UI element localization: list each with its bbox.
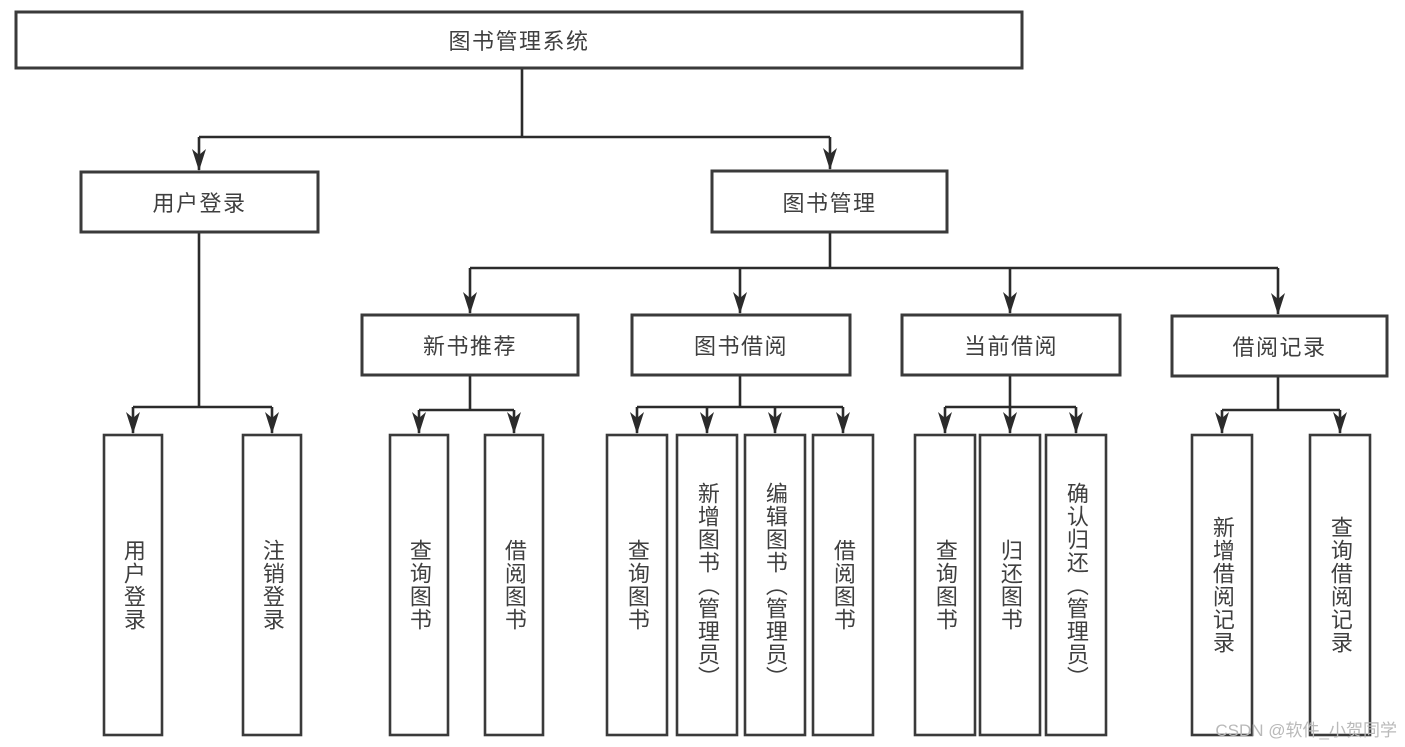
group-arrow-2-2 [768,412,782,434]
node-box[interactable] [913,433,977,737]
node-book-manage[interactable] [710,169,949,234]
node-new-book-rec[interactable] [360,313,580,377]
connectors-layer [126,68,1347,434]
group-arrow-3-2 [1069,412,1083,434]
group-arrow-1-1 [507,412,521,434]
group-arrow-2-0 [630,412,644,434]
group-arrow-3-1 [1003,412,1017,434]
boxes-layer [14,10,1389,737]
l2-arrow-0 [463,292,477,314]
node-leaf-query-book-3[interactable] [913,433,977,737]
root-arrow-1 [823,148,837,170]
node-box[interactable] [605,433,669,737]
node-box[interactable] [811,433,875,737]
node-box[interactable] [241,433,303,737]
node-leaf-confirm-return[interactable] [1044,433,1108,737]
node-leaf-return-book[interactable] [978,433,1042,737]
node-user-login[interactable] [79,170,320,234]
group-arrow-4-0 [1215,412,1229,434]
node-box[interactable] [360,313,580,377]
node-leaf-query-book-2[interactable] [605,433,669,737]
l2-arrow-3 [1271,293,1285,315]
l2-arrow-2 [1003,292,1017,314]
node-box[interactable] [978,433,1042,737]
node-box[interactable] [1044,433,1108,737]
group-arrow-2-1 [700,412,714,434]
node-box[interactable] [900,313,1122,377]
node-box[interactable] [388,433,450,737]
node-borrow-record[interactable] [1170,314,1389,378]
node-box[interactable] [630,313,852,377]
group-arrow-4-1 [1333,412,1347,434]
node-book-borrow[interactable] [630,313,852,377]
node-leaf-borrow-book-2[interactable] [811,433,875,737]
node-leaf-add-book[interactable] [675,433,739,737]
node-box[interactable] [1170,314,1389,378]
node-leaf-edit-book[interactable] [743,433,807,737]
node-leaf-user-login[interactable] [102,433,164,737]
node-leaf-query-book-1[interactable] [388,433,450,737]
node-leaf-query-record[interactable] [1308,433,1372,737]
node-root[interactable] [14,10,1024,70]
node-box[interactable] [483,433,545,737]
group-arrow-3-0 [938,412,952,434]
group-arrow-0-1 [265,412,279,434]
node-box[interactable] [79,170,320,234]
group-arrow-0-0 [126,412,140,434]
node-current-borrow[interactable] [900,313,1122,377]
root-arrow-0 [192,149,206,171]
node-box[interactable] [1308,433,1372,737]
node-box[interactable] [1190,433,1254,737]
group-arrow-1-0 [412,412,426,434]
node-box[interactable] [743,433,807,737]
group-arrow-2-3 [836,412,850,434]
node-box[interactable] [710,169,949,234]
node-leaf-add-record[interactable] [1190,433,1254,737]
node-leaf-logout[interactable] [241,433,303,737]
node-leaf-borrow-book-1[interactable] [483,433,545,737]
l2-arrow-1 [733,292,747,314]
node-box[interactable] [102,433,164,737]
node-box[interactable] [675,433,739,737]
node-box[interactable] [14,10,1024,70]
